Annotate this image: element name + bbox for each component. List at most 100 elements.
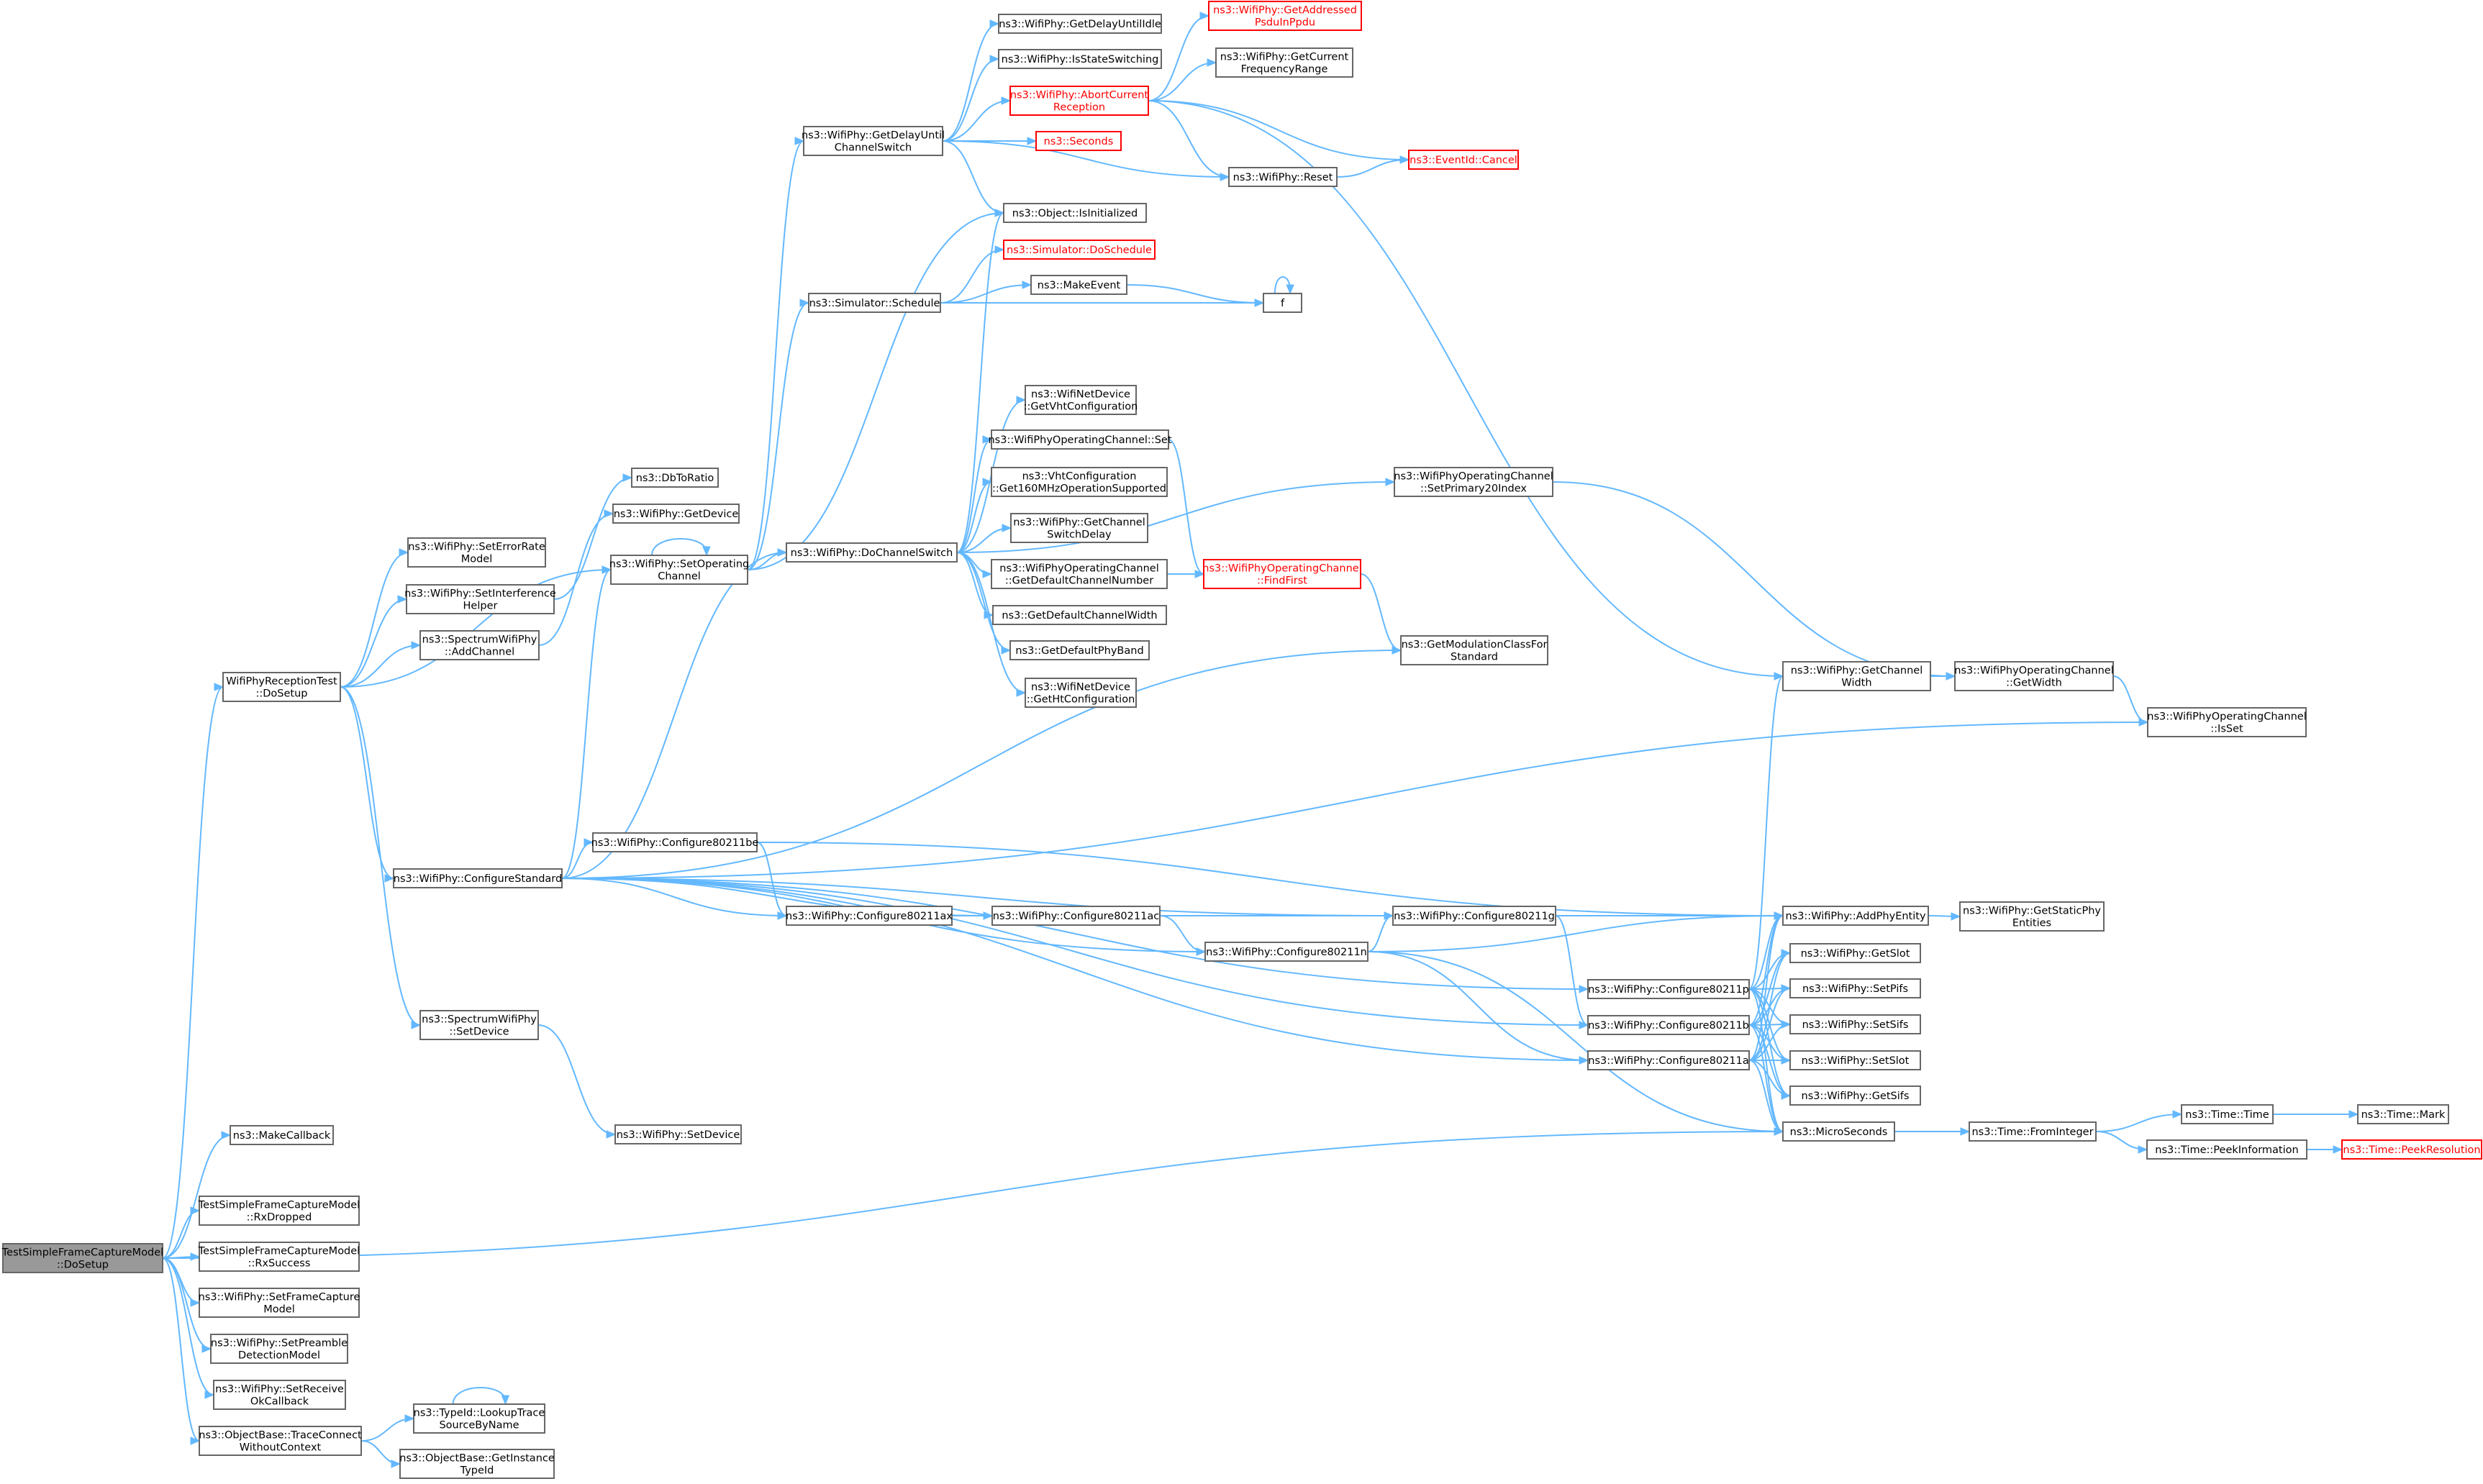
edge-line <box>340 686 394 879</box>
node-label: ns3::GetDefaultPhyBand <box>1015 645 1143 657</box>
node-makeev[interactable]: ns3::MakeEvent <box>1030 275 1127 295</box>
node-makecb[interactable]: ns3::MakeCallback <box>230 1125 334 1145</box>
node-micro[interactable]: ns3::MicroSeconds <box>1782 1121 1895 1142</box>
node-cfgg[interactable]: ns3::WifiPhy::Configure80211g <box>1392 906 1556 926</box>
node-label: ns3::WifiPhy::IsStateSwitching <box>1002 54 1159 65</box>
node-label: TestSimpleFrameCaptureModel <box>1 1247 163 1259</box>
node-box <box>1208 1 1362 31</box>
edge-arrowhead <box>411 1021 422 1029</box>
node-getvht[interactable]: ns3::WifiNetDevice::GetVhtConfiguration <box>1024 385 1138 415</box>
node-sched[interactable]: ns3::Simulator::Schedule <box>808 293 941 313</box>
edge-cfgstd-to-getmod <box>561 646 1402 879</box>
edge-getdelay-to-isss <box>942 55 1000 142</box>
node-box <box>991 906 1161 926</box>
edge-cfgn-to-cfgg <box>1367 911 1394 952</box>
node-cfga[interactable]: ns3::WifiPhy::Configure80211a <box>1587 1050 1750 1070</box>
node-cfgn[interactable]: ns3::WifiPhy::Configure80211n <box>1204 942 1368 962</box>
edge-line <box>561 878 1589 1061</box>
node-mark[interactable]: ns3::Time::Mark <box>2357 1104 2449 1124</box>
node-label: ns3::WifiPhy::Configure80211be <box>591 837 759 849</box>
node-isss[interactable]: ns3::WifiPhy::IsStateSwitching <box>998 49 1162 69</box>
node-addpe[interactable]: ns3::WifiPhy::AddPhyEntity <box>1782 906 1929 926</box>
node-setp20[interactable]: ns3::WifiPhyOperatingChannel::SetPrimary… <box>1394 467 1553 497</box>
node-cfgax[interactable]: ns3::WifiPhy::Configure80211ax <box>786 906 953 926</box>
edge-cfgac-to-cfgn <box>1159 915 1207 956</box>
node-root[interactable]: TestSimpleFrameCaptureModel::DoSetup <box>1 1243 163 1273</box>
node-cfgb[interactable]: ns3::WifiPhy::Configure80211b <box>1587 1015 1750 1035</box>
node-dbto[interactable]: ns3::DbToRatio <box>631 468 719 488</box>
node-peekres[interactable]: ns3::Time::PeekResolution <box>2341 1139 2482 1160</box>
node-setpifs[interactable]: ns3::WifiPhy::SetPifs <box>1789 978 1921 998</box>
node-label: Model <box>461 554 493 565</box>
node-getsifs[interactable]: ns3::WifiPhy::GetSifs <box>1789 1085 1921 1106</box>
node-addch[interactable]: ns3::SpectrumWifiPhy::AddChannel <box>419 630 540 660</box>
edge-cfgg-to-cfgb <box>1555 915 1589 1029</box>
node-wrt[interactable]: WifiPhyReceptionTest::DoSetup <box>222 672 341 702</box>
node-cfgstd[interactable]: ns3::WifiPhy::ConfigureStandard <box>393 868 563 888</box>
edge-cfgstd-to-cfgbe <box>561 838 594 879</box>
node-rxdrop[interactable]: TestSimpleFrameCaptureModel::RxDropped <box>198 1196 360 1226</box>
node-ttime[interactable]: ns3::Time::Time <box>2181 1104 2274 1124</box>
node-fromint[interactable]: ns3::Time::FromInteger <box>1969 1121 2097 1142</box>
node-dochs[interactable]: ns3::WifiPhy::DoChannelSwitch <box>786 542 958 563</box>
node-getdcw[interactable]: ns3::GetDefaultChannelWidth <box>992 605 1167 625</box>
node-tcwc[interactable]: ns3::ObjectBase::TraceConnectWithoutCont… <box>199 1426 362 1456</box>
node-cfgp[interactable]: ns3::WifiPhy::Configure80211p <box>1587 979 1750 999</box>
node-getdev[interactable]: ns3::WifiPhy::GetDevice <box>612 504 740 524</box>
node-f[interactable]: f <box>1263 293 1302 313</box>
node-getslot[interactable]: ns3::WifiPhy::GetSlot <box>1789 943 1921 963</box>
node-rxsucc[interactable]: TestSimpleFrameCaptureModel::RxSuccess <box>198 1242 360 1272</box>
node-label: PsduInPpdu <box>1255 17 1315 29</box>
edge-line <box>940 249 1004 304</box>
node-label: ns3::DbToRatio <box>636 473 714 484</box>
node-get160[interactable]: ns3::VhtConfiguration::Get160MHzOperatio… <box>991 467 1168 497</box>
edge-arrowhead <box>1579 1021 1589 1029</box>
node-gdui[interactable]: ns3::WifiPhy::GetDelayUntilIdle <box>998 14 1162 34</box>
node-opgetw[interactable]: ns3::WifiPhyOperatingChannel::GetWidth <box>1954 661 2114 691</box>
node-setdevsp[interactable]: ns3::SpectrumWifiPhy::SetDevice <box>419 1010 539 1040</box>
edge-line <box>162 1134 231 1259</box>
node-peekinfo[interactable]: ns3::Time::PeekInformation <box>2146 1139 2307 1160</box>
node-cfgbe[interactable]: ns3::WifiPhy::Configure80211be <box>591 832 759 852</box>
node-getdcn[interactable]: ns3::WifiPhyOperatingChannel::GetDefault… <box>991 559 1168 589</box>
node-opset[interactable]: ns3::WifiPhyOperatingChannel::Set <box>988 429 1172 450</box>
node-box <box>419 1010 539 1040</box>
node-seconds[interactable]: ns3::Seconds <box>1035 131 1122 151</box>
node-isset[interactable]: ns3::WifiPhyOperatingChannel::IsSet <box>2147 707 2307 737</box>
node-setdev[interactable]: ns3::WifiPhy::SetDevice <box>614 1124 742 1144</box>
node-setsifs[interactable]: ns3::WifiPhy::SetSifs <box>1789 1014 1921 1034</box>
node-cancel[interactable]: ns3::EventId::Cancel <box>1408 150 1519 170</box>
node-setslot[interactable]: ns3::WifiPhy::SetSlot <box>1789 1050 1921 1070</box>
node-cfgac[interactable]: ns3::WifiPhy::Configure80211ac <box>991 906 1161 926</box>
node-label: ns3::WifiPhy::Configure80211g <box>1394 911 1555 922</box>
node-getdpb[interactable]: ns3::GetDefaultPhyBand <box>1009 640 1150 660</box>
node-reset[interactable]: ns3::WifiPhy::Reset <box>1228 167 1338 187</box>
node-box <box>2357 1104 2449 1124</box>
edge-getdelay-to-isinit <box>942 140 1005 217</box>
node-dosched[interactable]: ns3::Simulator::DoSchedule <box>1003 240 1156 260</box>
node-getht[interactable]: ns3::WifiNetDevice::GetHtConfiguration <box>1025 678 1137 708</box>
node-isinit[interactable]: ns3::Object::IsInitialized <box>1003 203 1147 223</box>
edge-line <box>956 439 992 553</box>
edge-cfga-to-getsifs <box>1748 1060 1792 1100</box>
edge-line <box>1367 951 1589 1061</box>
node-label: ns3::WifiPhy::Reset <box>1233 172 1333 183</box>
edge-line <box>940 284 1032 304</box>
node-findfirst[interactable]: ns3::WifiPhyOperatingChannel::FindFirst <box>1202 559 1362 589</box>
